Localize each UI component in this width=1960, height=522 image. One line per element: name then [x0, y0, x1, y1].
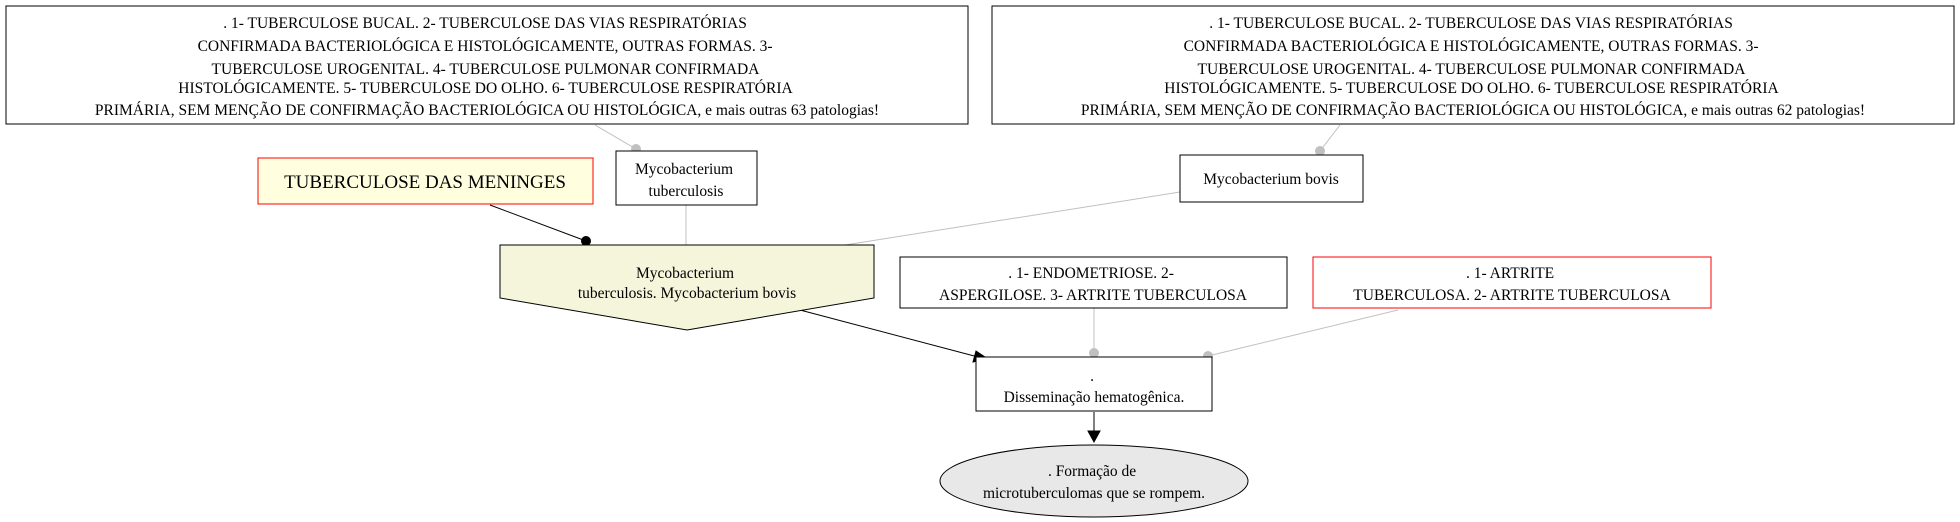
svg-text:. 1- TUBERCULOSE BUCAL. 2- TUB: . 1- TUBERCULOSE BUCAL. 2- TUBERCULOSE D…	[95, 15, 879, 119]
m-bovis-label: Mycobacterium bovis	[1203, 171, 1339, 188]
svg-text:Mycobacterium tuberculos: Mycobacterium tuberculosis. Mycobacteriu…	[578, 265, 796, 302]
svg-text:. 1- ENDOMETRIOSE. 2- AS: . 1- ENDOMETRIOSE. 2- ASPERGILOSE. 3- AR…	[939, 265, 1248, 304]
edge-dot-endometriose	[1089, 348, 1099, 358]
disseminacao-line-1: .	[1090, 368, 1094, 385]
edge-dot-meninges	[581, 236, 591, 246]
node-meninges: TUBERCULOSE DAS MENINGES	[257, 157, 594, 205]
formacao-line-2: microtuberculomas que se rompem.	[983, 485, 1205, 502]
agent-line-1: Mycobacterium	[636, 265, 734, 282]
svg-text:Mycobacterium tuberculos: Mycobacterium tuberculosis	[635, 161, 737, 200]
edge-artrite-to-disseminacao	[1207, 309, 1399, 357]
edge-m-bovis-to-agent	[844, 191, 1181, 246]
svg-text:. 1- ARTRITE TUBERCULOSA: . 1- ARTRITE TUBERCULOSA. 2- ARTRITE TUB…	[1353, 265, 1671, 304]
node-formacao: . Formação de microtuberculomas que se r…	[939, 444, 1249, 518]
edge-agent-to-disseminacao	[799, 309, 979, 358]
node-endometriose: . 1- ENDOMETRIOSE. 2- ASPERGILOSE. 3- AR…	[899, 256, 1288, 309]
m-tuberculosis-line-2: tuberculosis	[649, 183, 724, 200]
node-agent-combined: Mycobacterium tuberculosis. Mycobacteriu…	[499, 244, 875, 331]
svg-text:. Disseminação hematogên: . Disseminação hematogênica.	[1004, 368, 1185, 406]
note-left-line-2: CONFIRMADA BACTERIOLÓGICA E HISTOLÓGICAM…	[198, 38, 773, 55]
edge-meninges-to-agent	[489, 204, 587, 242]
node-note-left: . 1- TUBERCULOSE BUCAL. 2- TUBERCULOSE D…	[5, 5, 969, 125]
node-m-bovis: Mycobacterium bovis	[1179, 154, 1364, 203]
note-right-line-5: PRIMÁRIA, SEM MENÇÃO DE CONFIRMAÇÃO BACT…	[1081, 102, 1865, 119]
note-left-line-3: TUBERCULOSE UROGENITAL. 4- TUBERCULOSE P…	[212, 61, 761, 78]
edge-note-right-to-m-bovis	[1319, 124, 1341, 152]
node-artrite: . 1- ARTRITE TUBERCULOSA. 2- ARTRITE TUB…	[1312, 256, 1712, 309]
node-disseminacao: . Disseminação hematogênica.	[975, 356, 1213, 412]
svg-text:. Formação de microtuber: . Formação de microtuberculomas que se r…	[983, 463, 1205, 502]
note-right-line-3: TUBERCULOSE UROGENITAL. 4- TUBERCULOSE P…	[1198, 61, 1747, 78]
node-m-tuberculosis: Mycobacterium tuberculosis	[615, 150, 758, 206]
note-right-line-2: CONFIRMADA BACTERIOLÓGICA E HISTOLÓGICAM…	[1184, 38, 1759, 55]
artrite-line-1: . 1- ARTRITE	[1466, 265, 1554, 282]
meninges-label: TUBERCULOSE DAS MENINGES	[284, 172, 566, 193]
note-left-line-1: . 1- TUBERCULOSE BUCAL. 2- TUBERCULOSE D…	[223, 15, 747, 32]
artrite-line-2: TUBERCULOSA. 2- ARTRITE TUBERCULOSA	[1353, 287, 1671, 304]
agent-line-2: tuberculosis. Mycobacterium bovis	[578, 285, 796, 302]
node-note-right: . 1- TUBERCULOSE BUCAL. 2- TUBERCULOSE D…	[991, 5, 1955, 125]
edge-dot-note-right	[1315, 146, 1325, 156]
edge-note-left-to-m-tuberculosis	[594, 124, 637, 150]
endometriose-line-1: . 1- ENDOMETRIOSE. 2-	[1008, 265, 1174, 282]
note-left-line-4: HISTOLÓGICAMENTE. 5- TUBERCULOSE DO OLHO…	[178, 80, 793, 97]
disseminacao-line-2: Disseminação hematogênica.	[1004, 389, 1185, 406]
note-left-line-5: PRIMÁRIA, SEM MENÇÃO DE CONFIRMAÇÃO BACT…	[95, 102, 879, 119]
edge-arrow-disseminacao	[1087, 430, 1101, 444]
formacao-line-1: . Formação de	[1048, 463, 1136, 480]
note-right-line-1: . 1- TUBERCULOSE BUCAL. 2- TUBERCULOSE D…	[1209, 15, 1733, 32]
note-right-line-4: HISTOLÓGICAMENTE. 5- TUBERCULOSE DO OLHO…	[1164, 80, 1779, 97]
svg-text:. 1- TUBERCULOSE BUCAL. 2- TUB: . 1- TUBERCULOSE BUCAL. 2- TUBERCULOSE D…	[1081, 15, 1865, 119]
m-tuberculosis-line-1: Mycobacterium	[635, 161, 733, 178]
endometriose-line-2: ASPERGILOSE. 3- ARTRITE TUBERCULOSA	[939, 287, 1248, 304]
